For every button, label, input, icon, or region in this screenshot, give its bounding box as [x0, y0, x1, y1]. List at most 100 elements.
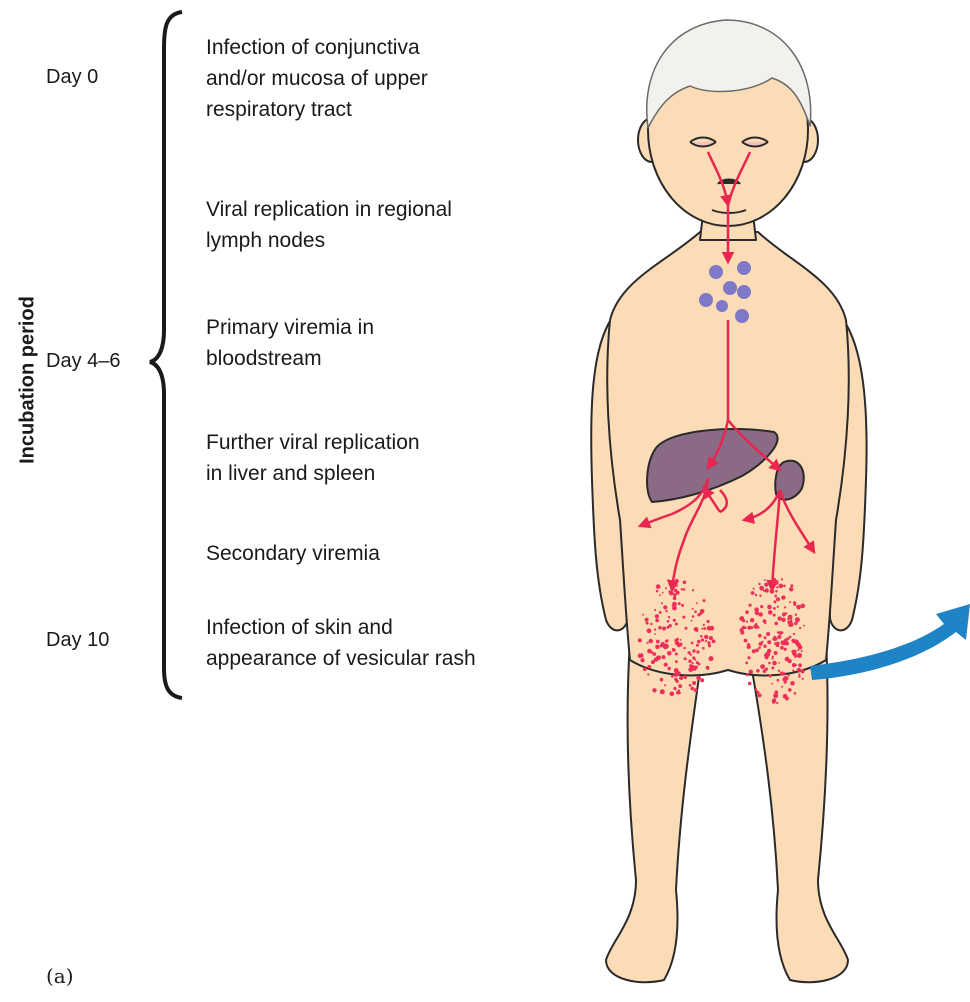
rash-spot: [773, 614, 776, 617]
figure-label: (a): [46, 964, 74, 988]
rash-spot: [774, 595, 777, 598]
rash-spot: [774, 600, 777, 603]
rash-spot: [662, 592, 664, 594]
rash-spot: [768, 610, 773, 615]
rash-spot: [795, 664, 797, 666]
rash-spot: [705, 640, 707, 642]
rash-spot: [765, 588, 769, 592]
rash-spot: [664, 684, 666, 686]
rash-spot: [645, 618, 649, 622]
rash-spot: [795, 614, 797, 616]
rash-spot: [701, 628, 703, 630]
rash-spot: [747, 643, 750, 646]
rash-spot: [683, 647, 685, 649]
rash-spot: [707, 620, 710, 623]
rash-spot: [682, 616, 685, 619]
rash-spot: [675, 623, 678, 626]
rash-spot: [801, 669, 805, 673]
rash-spot: [744, 639, 748, 643]
rash-spot: [748, 682, 752, 686]
rash-spot: [685, 627, 688, 630]
rash-spot: [688, 660, 691, 663]
rash-spot: [765, 668, 768, 671]
rash-spot: [680, 639, 682, 641]
rash-spot: [696, 650, 699, 653]
step-line: Infection of conjunctiva: [206, 32, 596, 63]
rash-spot: [781, 686, 783, 688]
day-4-6-label: Day 4–6: [46, 349, 121, 373]
rash-spot: [674, 678, 677, 681]
rash-spot: [681, 604, 684, 607]
rash-spot: [703, 624, 705, 626]
rash-spot: [767, 605, 772, 610]
rash-spot: [665, 640, 668, 643]
rash-spot: [791, 639, 795, 643]
rash-spot: [690, 654, 692, 656]
rash-spot: [778, 662, 780, 664]
rash-spot: [675, 660, 678, 663]
step-line: bloodstream: [206, 343, 596, 374]
rash-spot: [654, 609, 656, 611]
rash-spot: [790, 681, 795, 686]
rash-spot: [673, 619, 676, 622]
rash-spot: [647, 665, 651, 669]
rash-spot: [674, 672, 679, 677]
rash-spot: [678, 684, 682, 688]
rash-spot: [777, 606, 779, 608]
rash-spot: [746, 621, 748, 623]
rash-spot: [788, 688, 792, 692]
rash-spot: [683, 675, 687, 679]
rash-spot: [694, 659, 696, 661]
rash-spot: [761, 641, 763, 643]
rash-spot: [659, 611, 662, 614]
rash-spot: [673, 687, 676, 690]
rash-spot: [797, 649, 799, 651]
rash-spot: [745, 662, 748, 665]
rash-spot: [790, 584, 793, 587]
rash-spot: [672, 648, 674, 650]
rash-spot: [751, 591, 755, 595]
rash-spot: [781, 618, 785, 622]
rash-spot: [659, 594, 661, 596]
rash-spot: [797, 653, 802, 658]
rash-spot: [798, 673, 800, 675]
rash-spot: [655, 619, 659, 623]
step-line: Viral replication in regional: [206, 194, 596, 225]
rash-spot: [655, 645, 659, 649]
rash-spot: [789, 622, 794, 627]
rash-spot: [758, 646, 761, 649]
rash-spot: [674, 668, 679, 673]
rash-spot: [768, 662, 771, 665]
rash-spot: [742, 626, 746, 630]
rash-spot: [656, 584, 661, 589]
rash-spot: [660, 689, 665, 694]
rash-spot: [782, 677, 786, 681]
rash-spot: [748, 626, 752, 630]
rash-spot: [772, 656, 774, 658]
rash-spot: [700, 609, 705, 614]
rash-spot: [760, 605, 763, 608]
rash-spot: [710, 627, 713, 630]
rash-spot: [668, 616, 670, 618]
rash-spot: [694, 688, 698, 692]
rash-spot: [788, 674, 790, 676]
rash-spot: [765, 652, 770, 657]
rash-spot: [709, 656, 714, 661]
rash-spot: [764, 583, 768, 587]
rash-spot: [671, 675, 674, 678]
rash-spot: [708, 644, 711, 647]
step-line: respiratory tract: [206, 94, 596, 125]
rash-spot: [773, 607, 776, 610]
rash-spot: [692, 649, 695, 652]
rash-spot: [759, 595, 761, 597]
rash-spot: [747, 656, 750, 659]
rash-spot: [779, 636, 781, 638]
rash-spot: [752, 649, 756, 653]
step-line: in liver and spleen: [206, 458, 596, 489]
rash-spot: [691, 642, 694, 645]
rash-spot: [740, 631, 744, 635]
rash-spot: [700, 678, 704, 682]
rash-spot: [667, 626, 670, 629]
timeline-brace: [150, 12, 182, 698]
